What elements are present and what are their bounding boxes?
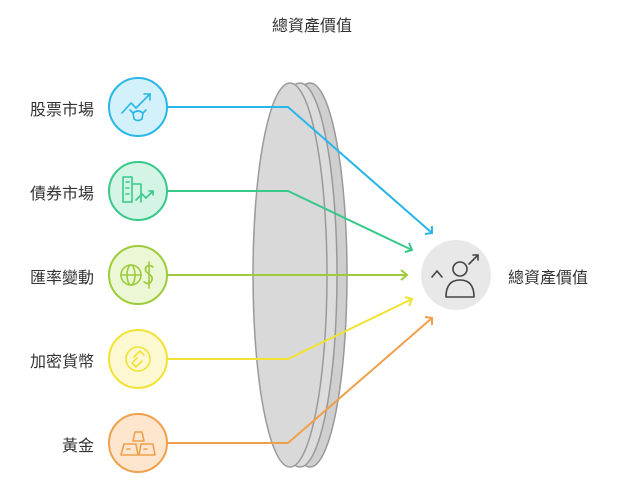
label-crypto: 加密貨幣: [29, 352, 94, 371]
connector-stock: [168, 106, 433, 234]
stock-market-bull-icon: [121, 93, 151, 122]
fx-node: [108, 245, 168, 305]
input-nodes: [108, 77, 168, 473]
connector-lines: [168, 106, 433, 444]
arrowhead-bond: [404, 242, 414, 253]
lens-shape: [252, 82, 348, 468]
arrowhead-gold: [424, 316, 433, 325]
stock-market-node: [108, 77, 168, 137]
arrowhead-stock: [424, 226, 433, 235]
connector-crypto: [168, 298, 413, 360]
crypto-node: [108, 329, 168, 389]
connector-gold: [168, 317, 433, 444]
connector-bond: [168, 190, 413, 251]
crypto-coin-icon: [125, 346, 151, 372]
label-total-asset-value: 總資產價值: [508, 268, 589, 287]
output-node: [421, 240, 491, 310]
bond-node: [108, 161, 168, 221]
arrowhead-fx: [400, 269, 409, 281]
label-bond-market: 債券市場: [29, 184, 94, 203]
gold-bars-icon: [120, 431, 156, 456]
diagram-title: 總資產價值: [271, 16, 352, 35]
label-exchange-rate: 匯率變動: [29, 268, 94, 287]
label-gold: 黃金: [61, 436, 94, 455]
arrowhead-crypto: [404, 296, 414, 307]
bond-chart-icon: [122, 176, 154, 203]
person-growth-icon: [431, 254, 479, 298]
gold-node: [108, 413, 168, 473]
globe-dollar-icon: [120, 261, 154, 289]
label-stock-market: 股票市場: [29, 100, 94, 119]
